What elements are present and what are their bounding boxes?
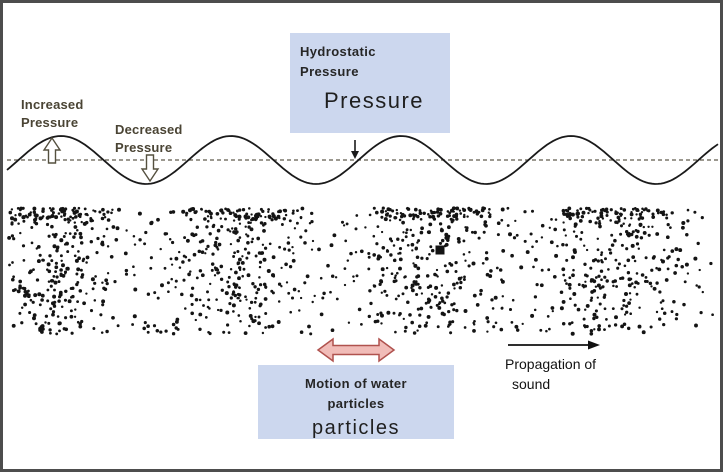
motion-double-arrow-icon <box>316 337 396 363</box>
increased-pressure-arrow-icon <box>42 136 62 164</box>
particle-field <box>7 206 714 336</box>
decreased-pressure-line1: Decreased <box>115 122 183 137</box>
decreased-pressure-label: Decreased Pressure <box>115 121 183 156</box>
motion-of-water-particles-box: Motion of water particles particles <box>258 365 454 439</box>
hydrostatic-pressure-box: Hydrostatic Pressure Pressure <box>290 33 450 133</box>
hydrostatic-pointer-arrow <box>351 140 359 159</box>
hydrostatic-label-line1: Hydrostatic <box>300 44 376 59</box>
decreased-pressure-arrow-icon <box>140 154 160 183</box>
motion-label-line2: particles <box>327 395 385 411</box>
motion-big-word: particles <box>312 417 400 439</box>
propagation-arrow-icon <box>508 340 600 350</box>
increased-pressure-label: Increased Pressure <box>21 96 84 131</box>
diagram-svg <box>6 135 720 363</box>
hydrostatic-label-line2: Pressure <box>300 63 359 79</box>
propagation-line1: Propagation of <box>505 356 597 372</box>
motion-label-line1: Motion of water <box>304 376 408 391</box>
increased-pressure-line1: Increased <box>21 97 84 112</box>
propagation-line2: sound <box>512 375 551 392</box>
hydrostatic-big-word: Pressure <box>324 88 425 113</box>
wave-path <box>6 135 719 185</box>
increased-pressure-line2: Pressure <box>21 114 79 130</box>
propagation-of-sound-label: Propagation of sound <box>505 355 596 394</box>
decreased-pressure-line2: Pressure <box>115 139 173 155</box>
